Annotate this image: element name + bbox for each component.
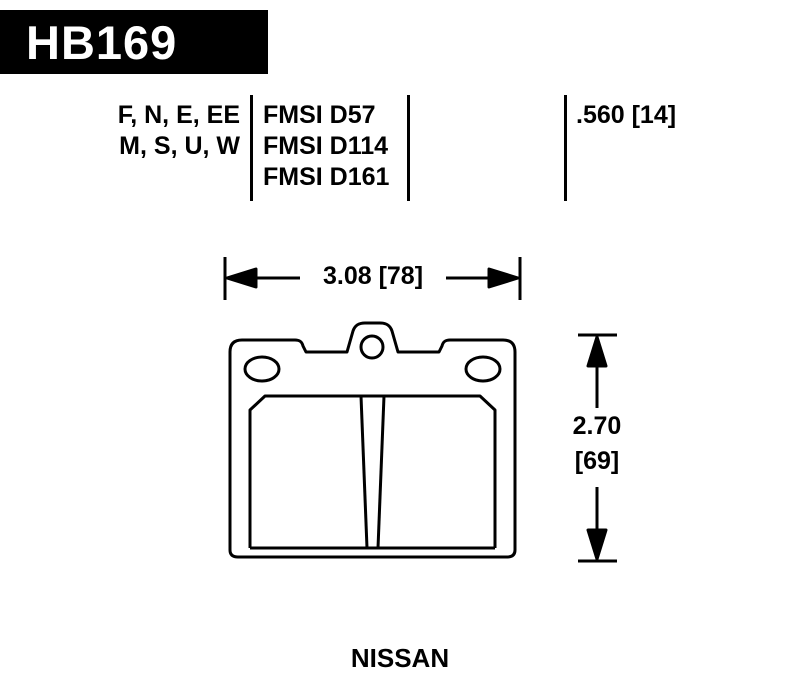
pad-thickness-value: .560 [14] <box>576 101 677 129</box>
table-divider-2 <box>407 95 410 201</box>
table-divider-1 <box>250 95 253 201</box>
arrow-left-icon <box>227 269 256 287</box>
vehicle-name: NISSAN <box>350 643 450 673</box>
arrow-right-icon <box>489 269 518 287</box>
center-slot-right-edge <box>378 396 384 548</box>
fmsi-code-2: FMSI D114 <box>263 132 389 160</box>
table-divider-3 <box>564 95 567 201</box>
height-dimension <box>578 335 617 561</box>
mounting-hole-right <box>466 357 500 381</box>
center-tab-hole <box>361 336 383 358</box>
compound-codes: F, N, E, EE M, S, U, W <box>40 100 240 162</box>
center-slot-left-edge <box>361 396 367 548</box>
height-dimension-inches: 2.70 <box>572 412 622 440</box>
width-dimension <box>225 257 520 300</box>
part-number-banner: HB169 <box>0 10 268 74</box>
mounting-hole-left <box>245 357 279 381</box>
arrow-up-icon <box>588 337 606 366</box>
width-dimension-label: 3.08 [78] <box>322 262 424 290</box>
brake-pad-outline <box>230 323 515 557</box>
friction-material-outline <box>250 396 495 548</box>
fmsi-codes: FMSI D57 FMSI D114 FMSI D161 <box>263 100 403 193</box>
arrow-down-icon <box>588 530 606 559</box>
height-dimension-mm: [69] <box>574 447 620 475</box>
compound-codes-line-1: F, N, E, EE <box>117 101 240 129</box>
part-number: HB169 <box>26 15 178 69</box>
fmsi-code-3: FMSI D161 <box>263 163 390 191</box>
compound-codes-line-2: M, S, U, W <box>119 132 240 160</box>
fmsi-code-1: FMSI D57 <box>263 101 376 129</box>
